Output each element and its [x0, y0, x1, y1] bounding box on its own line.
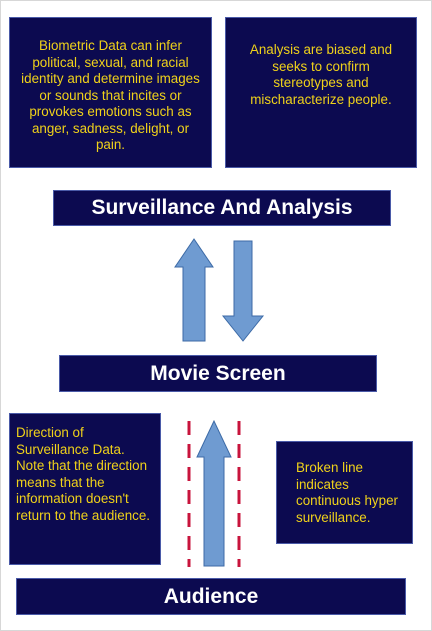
movie-screen-text: Movie Screen	[150, 361, 286, 385]
broken-line-text: Broken line indicates continuous hyper s…	[296, 460, 398, 525]
biometric-data-text: Biometric Data can infer political, sexu…	[21, 38, 200, 152]
analysis-bias-box: Analysis are biased and seeks to confirm…	[225, 17, 417, 168]
up-arrow-to-surveillance	[174, 238, 214, 342]
broken-line-box: Broken line indicates continuous hyper s…	[276, 441, 413, 544]
analysis-bias-text: Analysis are biased and seeks to confirm…	[249, 42, 393, 107]
audience-label: Audience	[16, 578, 406, 615]
down-arrow-to-movie-screen	[221, 240, 265, 342]
movie-screen-label: Movie Screen	[59, 355, 377, 392]
up-arrow-from-audience	[196, 419, 232, 567]
surveillance-analysis-label: Surveillance And Analysis	[53, 190, 391, 226]
direction-of-data-box: Direction of Surveillance Data. Note tha…	[9, 413, 161, 565]
direction-of-data-text: Direction of Surveillance Data. Note tha…	[16, 425, 150, 523]
surveillance-analysis-text: Surveillance And Analysis	[91, 196, 353, 219]
biometric-data-box: Biometric Data can infer political, sexu…	[9, 17, 212, 168]
audience-text: Audience	[163, 584, 259, 608]
